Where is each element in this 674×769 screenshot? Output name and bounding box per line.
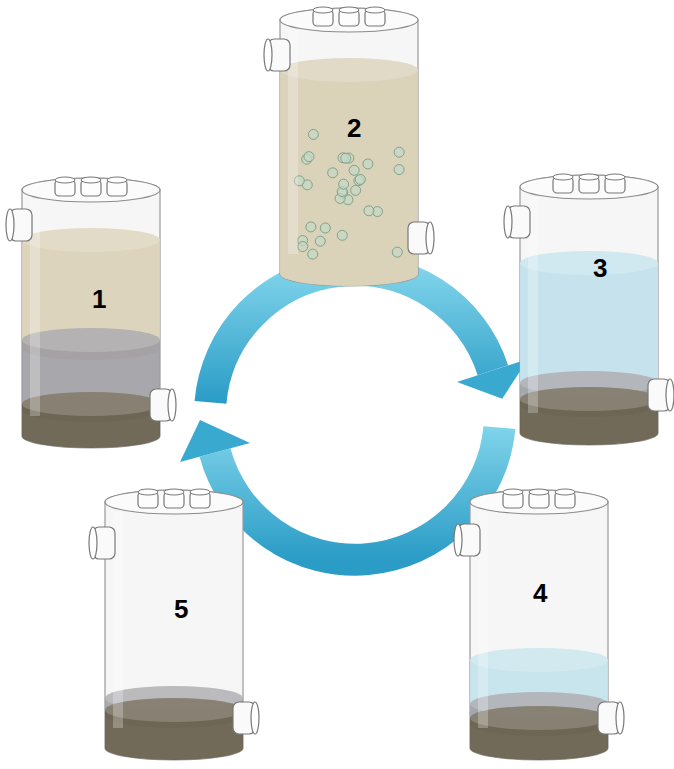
tank-lid [520,175,658,199]
cylinder-outline [6,178,176,448]
liquid-surface [22,328,160,352]
air-bubble [337,230,347,240]
step-number: 4 [533,580,547,606]
liquid-layer [280,58,418,286]
liquid-surface [470,648,608,672]
liquid-surface [22,228,160,252]
liquid-layer [105,698,243,760]
air-bubble [363,159,373,169]
liquid-layer [22,392,160,448]
arrow-head [457,359,528,399]
cylinder-outline [454,490,624,760]
cycle-arrow-top [211,270,493,403]
tank-body [520,175,658,445]
reactor-tank: 1 [6,178,176,448]
tank-body [105,490,243,760]
liquid-surface [520,251,658,275]
cylinder-outline [504,175,674,445]
port-opening [504,206,512,238]
port-opening [168,389,176,421]
port-opening [454,524,462,556]
liquid-layer [22,328,160,422]
liquid-surface [22,392,160,416]
air-bubble [392,247,402,257]
step-number: 1 [92,286,106,312]
port-opening [89,527,97,559]
reactor-tank: 4 [454,490,624,760]
tank-body [470,490,608,760]
port-opening [426,222,434,254]
cylinder-outline [89,490,259,760]
tank-body [22,178,160,448]
port-opening [616,702,624,734]
liquid-surface [105,698,243,722]
liquid-layer [22,228,160,360]
tank-body [280,8,418,286]
liquid-layer [520,387,658,445]
air-bubble [364,206,374,216]
air-bubble [308,249,318,259]
air-bubble [351,185,361,195]
liquid-surface [470,706,608,730]
reactor-tank: 2 [264,8,434,286]
liquid-surface [280,58,418,82]
inlet-cap-top [529,489,549,495]
cycle-arrow-bottom [215,428,499,560]
port-opening [6,209,14,241]
air-bubble [339,179,349,189]
step-number: 2 [347,115,361,141]
air-bubble [308,129,318,139]
inlet-cap-top [55,177,75,183]
tank-lid [105,490,243,514]
inlet-cap-top [81,177,101,183]
tank-lid [470,490,608,514]
air-bubble [328,168,338,178]
port-opening [666,379,674,411]
liquid-layer [470,706,608,760]
inlet-cap-top [313,7,333,13]
liquid-layer [520,251,658,402]
tank-lid [280,8,418,32]
reactor-tank: 5 [89,490,259,760]
step-number: 3 [593,255,607,281]
air-bubble [304,152,314,162]
inlet-cap-top [138,489,158,495]
air-bubble [394,147,404,157]
air-bubble [315,236,325,246]
arrow-head [180,420,250,462]
port-opening [264,39,272,71]
step-number: 5 [174,596,188,622]
inlet-cap-top [190,489,210,495]
inlet-cap-top [579,174,599,180]
inlet-cap-top [605,174,625,180]
tank-lid [22,178,160,202]
inlet-cap-top [107,177,127,183]
inlet-cap-top [503,489,523,495]
inlet-cap-top [164,489,184,495]
cylinder-outline [264,8,434,286]
air-bubble [355,174,365,184]
liquid-surface [520,387,658,411]
air-bubble [320,223,330,233]
inlet-cap-top [555,489,575,495]
air-bubble [306,222,316,232]
air-bubble [394,165,404,175]
inlet-cap-top [553,174,573,180]
inlet-cap-top [365,7,385,13]
reactor-tank: 3 [504,175,674,445]
air-bubble [298,242,308,252]
air-bubble [349,165,359,175]
port-opening [251,702,259,734]
inlet-cap-top [339,7,359,13]
air-bubble [341,153,351,163]
